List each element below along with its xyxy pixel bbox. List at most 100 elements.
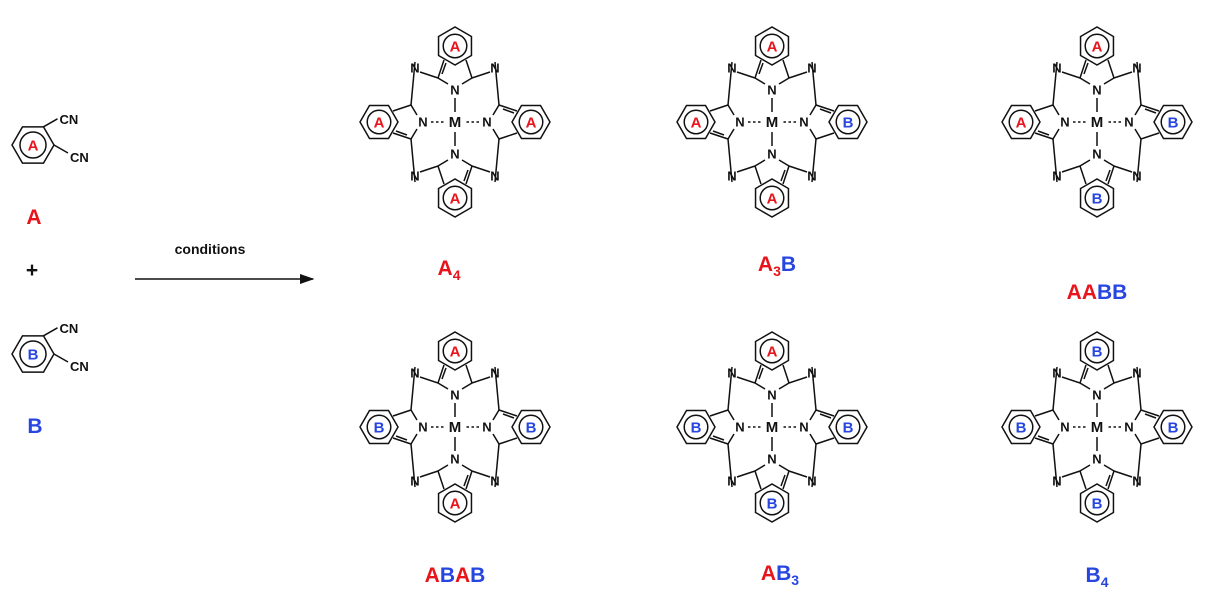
product-label: B4 — [1086, 564, 1109, 590]
pyrrole-nitrogen: N — [1092, 452, 1101, 467]
pyrrole-nitrogen: N — [450, 83, 459, 98]
n-alpha-bond — [1079, 382, 1091, 390]
alpha-beta-bond — [782, 59, 790, 79]
substituent-letter: B — [843, 420, 854, 437]
benzene-hexagon — [754, 178, 790, 218]
pyrrole-nitrogen: N — [767, 83, 776, 98]
meso-bond — [727, 443, 733, 488]
aromatic-circle — [759, 33, 785, 59]
double-bond-line — [395, 435, 408, 441]
meso-bond — [410, 138, 416, 183]
meso-bond — [788, 376, 808, 384]
benzene-hexagon — [676, 409, 716, 445]
double-bond-line — [819, 108, 832, 114]
aromatic-circle — [1008, 414, 1034, 440]
alpha-beta-bond — [782, 165, 790, 185]
benzo-ring-left: B — [359, 409, 399, 445]
aromatic-circle — [759, 338, 785, 364]
n-alpha-bond — [754, 77, 766, 85]
pyrrole-nitrogen: N — [1060, 420, 1069, 435]
pyrrole-nitrogen: N — [767, 452, 776, 467]
metal-center: M — [449, 114, 462, 131]
alpha-beta-bond — [465, 59, 473, 79]
double-bond-line — [712, 435, 725, 441]
reactant-a-benzene-ring: A — [11, 126, 55, 164]
meso-bond — [1113, 470, 1133, 478]
pyrrole-nitrogen: N — [1060, 115, 1069, 130]
label-subscript: 4 — [453, 267, 461, 283]
alpha-beta-bond — [709, 104, 729, 112]
reactant-b-cyano-bond-1 — [43, 327, 58, 337]
alpha-beta-bond — [782, 470, 790, 490]
n-alpha-bond — [754, 382, 766, 390]
meso-bond — [1136, 366, 1142, 411]
substituent-letter: A — [28, 138, 39, 155]
benzene-hexagon — [1079, 483, 1115, 523]
meso-bond — [419, 71, 439, 79]
alpha-beta-bond — [1107, 165, 1115, 185]
benzene-hexagon — [359, 104, 399, 140]
n-alpha-bond — [437, 159, 449, 167]
reactant-b-cyano-1: CN — [60, 321, 79, 336]
alpha-beta-bond — [815, 104, 835, 112]
alpha-beta-bond — [392, 132, 412, 140]
substituent-letter: B — [526, 420, 537, 437]
n-alpha-bond — [437, 77, 449, 85]
meso-bond — [410, 366, 416, 411]
alpha-beta-bond — [754, 470, 762, 490]
benzene-hexagon — [754, 26, 790, 66]
double-bond-line — [758, 367, 764, 380]
isoindole-unit-top: NA — [437, 331, 473, 417]
product-label: AB3 — [761, 562, 799, 588]
n-alpha-bond — [809, 104, 817, 116]
benzo-ring-left: A — [359, 104, 399, 140]
double-bond-line — [502, 413, 515, 419]
n-alpha-bond — [492, 128, 500, 140]
pyrrole-nitrogen: N — [767, 388, 776, 403]
reactant-b-label: B — [27, 415, 42, 438]
n-alpha-bond — [1103, 382, 1115, 390]
alpha-beta-bond — [1079, 364, 1087, 384]
substituent-letter: A — [450, 191, 461, 208]
meso-bond — [727, 61, 733, 106]
double-bond-line — [1105, 474, 1111, 487]
pyrrole-nitrogen: N — [799, 115, 808, 130]
pyrrole-nitrogen: N — [735, 115, 744, 130]
meso-bond — [419, 376, 439, 384]
reactant-b-benzene-ring: B — [11, 335, 55, 373]
label-letters: A — [425, 564, 440, 587]
meso-bond — [419, 470, 439, 478]
substituent-letter: A — [526, 115, 537, 132]
alpha-beta-bond — [392, 104, 412, 112]
pyrrole-nitrogen: N — [450, 452, 459, 467]
aromatic-circle — [835, 414, 861, 440]
metal-center: M — [449, 419, 462, 436]
benzo-ring-right: A — [511, 104, 551, 140]
reactant-b-cyano-bond-2 — [53, 353, 69, 363]
reactant-b-cyano-2: CN — [70, 359, 89, 374]
meso-bond — [1052, 443, 1058, 488]
substituent-letter: B — [1016, 420, 1027, 437]
double-bond-line — [1105, 169, 1111, 182]
isoindole-unit-left: NA — [1001, 104, 1087, 140]
pyrrole-nitrogen: N — [418, 420, 427, 435]
meso-bond — [1052, 366, 1058, 411]
alpha-beta-bond — [465, 165, 473, 185]
substituent-letter: A — [767, 344, 778, 361]
conditions-label: conditions — [175, 241, 246, 257]
substituent-letter: A — [374, 115, 385, 132]
pyrrole-nitrogen: N — [1124, 420, 1133, 435]
meso-bond — [736, 71, 756, 79]
meso-bond — [1136, 61, 1142, 106]
alpha-beta-bond — [498, 437, 518, 445]
label-letters: A — [761, 562, 776, 585]
reactant-b-structure: B CN CN — [11, 321, 89, 374]
alpha-beta-bond — [1107, 59, 1115, 79]
